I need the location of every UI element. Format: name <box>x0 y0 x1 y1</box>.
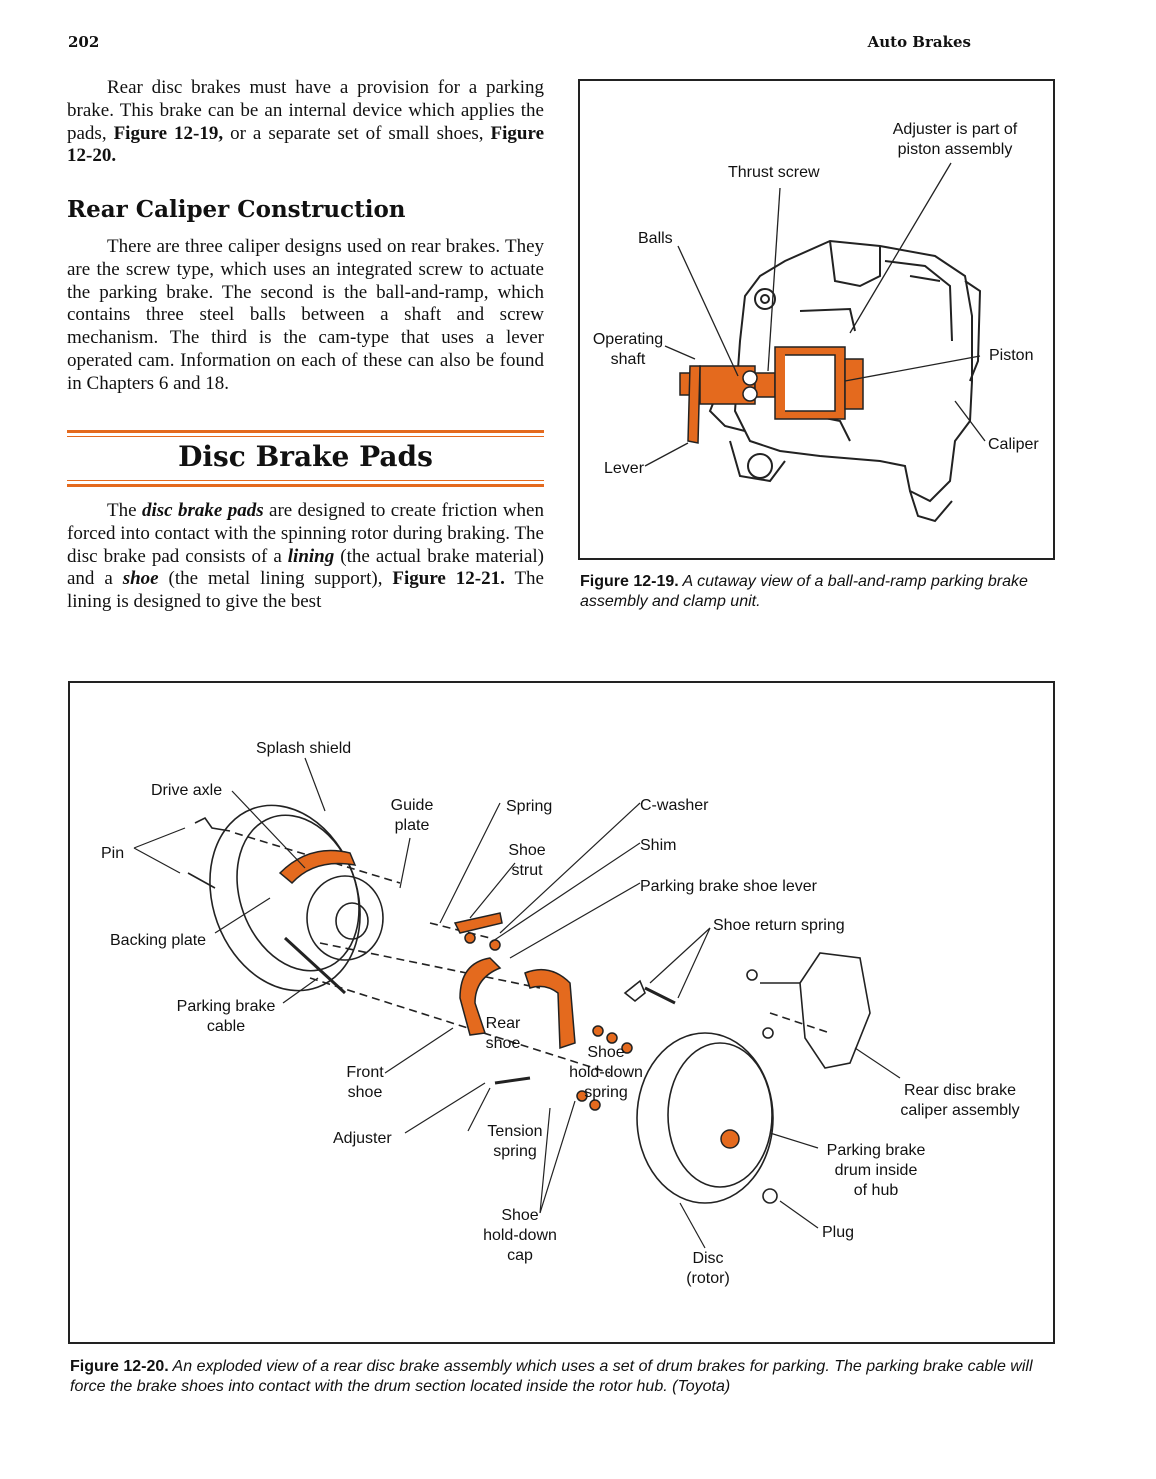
intro-text: Rear disc brakes must have a provision f… <box>67 77 544 144</box>
intro-paragraph: Rear disc brakes must have a provision f… <box>67 77 544 168</box>
running-title: Auto Brakes <box>867 33 971 51</box>
label-spring: Spring <box>506 798 553 815</box>
label-splash-shield: Splash shield <box>256 740 352 757</box>
figure-ref: Figure 12-20. <box>67 122 545 167</box>
label-lever: Lever <box>604 460 645 477</box>
key-term: disc brake pads <box>141 500 264 521</box>
key-term: lining <box>287 545 335 567</box>
key-term: shoe <box>122 568 159 590</box>
figure-12-19-caption: Figure 12-19. A cutaway view of a ball-a… <box>580 573 1028 610</box>
rear-caliper-paragraph: There are three caliper designs used on … <box>67 236 544 396</box>
heading-rule-bottom <box>67 484 544 487</box>
chapter-section-heading: Disc Brake Pads <box>178 440 433 473</box>
body-text: The lining is designed to give the best <box>67 568 544 613</box>
body-text: There are three caliper designs used on … <box>67 236 544 394</box>
label-c-washer: C-washer <box>640 797 709 814</box>
orange-parts <box>278 849 740 1149</box>
label-balls: Balls <box>638 230 673 247</box>
label-adjuster: Adjuster <box>333 1130 392 1147</box>
intro-text: or a separate set of small shoes, <box>223 122 491 144</box>
label-disc-rotor: Disc(rotor) <box>686 1250 730 1287</box>
body-text: are designed to create friction when for… <box>67 500 544 567</box>
label-backing-plate: Backing plate <box>110 932 207 949</box>
label-pin: Pin <box>101 845 125 862</box>
heading-rule-top-thin <box>67 436 544 437</box>
label-shoe-return-spring: Shoe return spring <box>713 917 845 934</box>
label-drive-axle: Drive axle <box>151 782 223 799</box>
label-parking-brake-shoe-lever: Parking brake shoe lever <box>640 878 817 895</box>
heading-rule-bottom-thin <box>67 480 544 481</box>
label-caliper: Caliper <box>988 436 1039 453</box>
page-number: 202 <box>68 33 100 51</box>
label-piston: Piston <box>989 347 1034 364</box>
disc-pads-paragraph: The disc brake pads are designed to crea… <box>67 500 544 614</box>
figure-ref: Figure 12-19, <box>113 122 224 144</box>
label-plug: Plug <box>822 1224 855 1241</box>
body-text: The <box>107 500 142 521</box>
figure-12-20-caption: Figure 12-20. An exploded view of a rear… <box>70 1358 1033 1395</box>
caliper-cutaway-illustration <box>644 162 986 523</box>
figure-ref: Figure 12-21. <box>392 568 505 590</box>
exploded-brake-illustration <box>133 757 901 1249</box>
heading-rule-top <box>67 430 544 433</box>
label-shim: Shim <box>640 837 677 854</box>
body-text: (the actual brake material) and a <box>67 545 544 590</box>
label-thrust-screw: Thrust screw <box>728 164 820 181</box>
body-text: (the metal lining support), <box>158 568 393 590</box>
section-heading: Rear Caliper Construction <box>67 196 406 223</box>
